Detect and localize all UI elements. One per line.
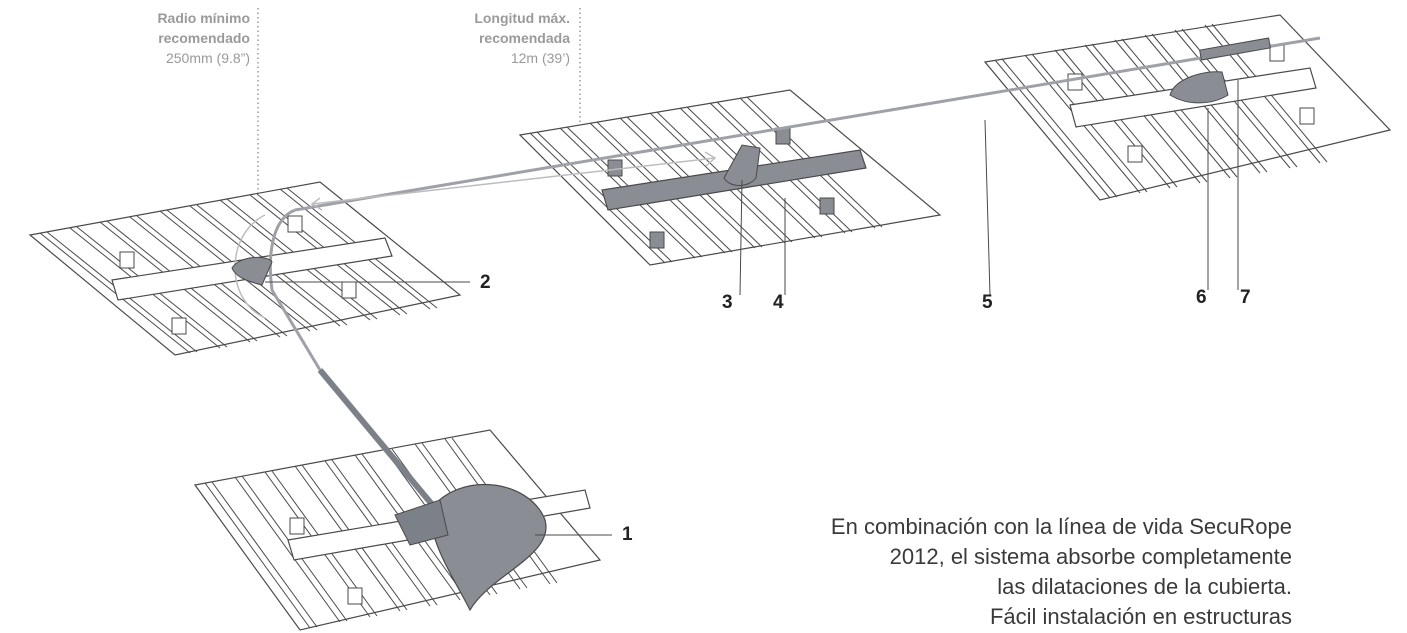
clamps (119, 44, 1315, 605)
min-radius-title-line1: Radio mínimo (157, 10, 250, 26)
max-length-annotation: Longitud máx. recomendada 12m (39’) (420, 8, 570, 68)
callout-5: 5 (982, 292, 993, 313)
curve-bracket (231, 256, 273, 286)
description-line-1: En combinación con la línea de vida Secu… (830, 514, 1292, 539)
max-length-title-line1: Longitud máx. (474, 10, 570, 26)
intermediate-bracket (723, 144, 761, 186)
callout-6: 6 (1196, 287, 1207, 308)
callout-1: 1 (622, 524, 633, 545)
callout-2: 2 (480, 272, 491, 293)
max-length-value: 12m (39’) (510, 50, 570, 66)
callout-3: 3 (722, 292, 733, 313)
description-line-2: 2012, el sistema absorbe completamente (889, 544, 1292, 569)
description-line-4: Fácil instalación en estructuras (989, 604, 1292, 629)
max-length-title-line2: recomendada (478, 30, 570, 46)
tensioner (1199, 37, 1271, 61)
description-line-3: las dilataciones de la cubierta. (997, 574, 1292, 599)
end-anchor-plate (429, 484, 547, 612)
callout-leaders (265, 80, 1239, 536)
min-radius-title-line2: recomendado (158, 30, 250, 46)
end-bracket-top (1169, 71, 1229, 104)
description-text: En combinación con la línea de vida Secu… (772, 512, 1292, 632)
callout-4: 4 (773, 292, 784, 313)
callout-7: 7 (1240, 287, 1251, 308)
lifeline-cable (268, 36, 1321, 522)
min-radius-value: 250mm (9.8”) (165, 50, 250, 66)
length-dimension-arrow (310, 151, 717, 211)
end-anchor-clamp (394, 499, 449, 546)
min-radius-annotation: Radio mínimo recomendado 250mm (9.8”) (110, 8, 250, 68)
